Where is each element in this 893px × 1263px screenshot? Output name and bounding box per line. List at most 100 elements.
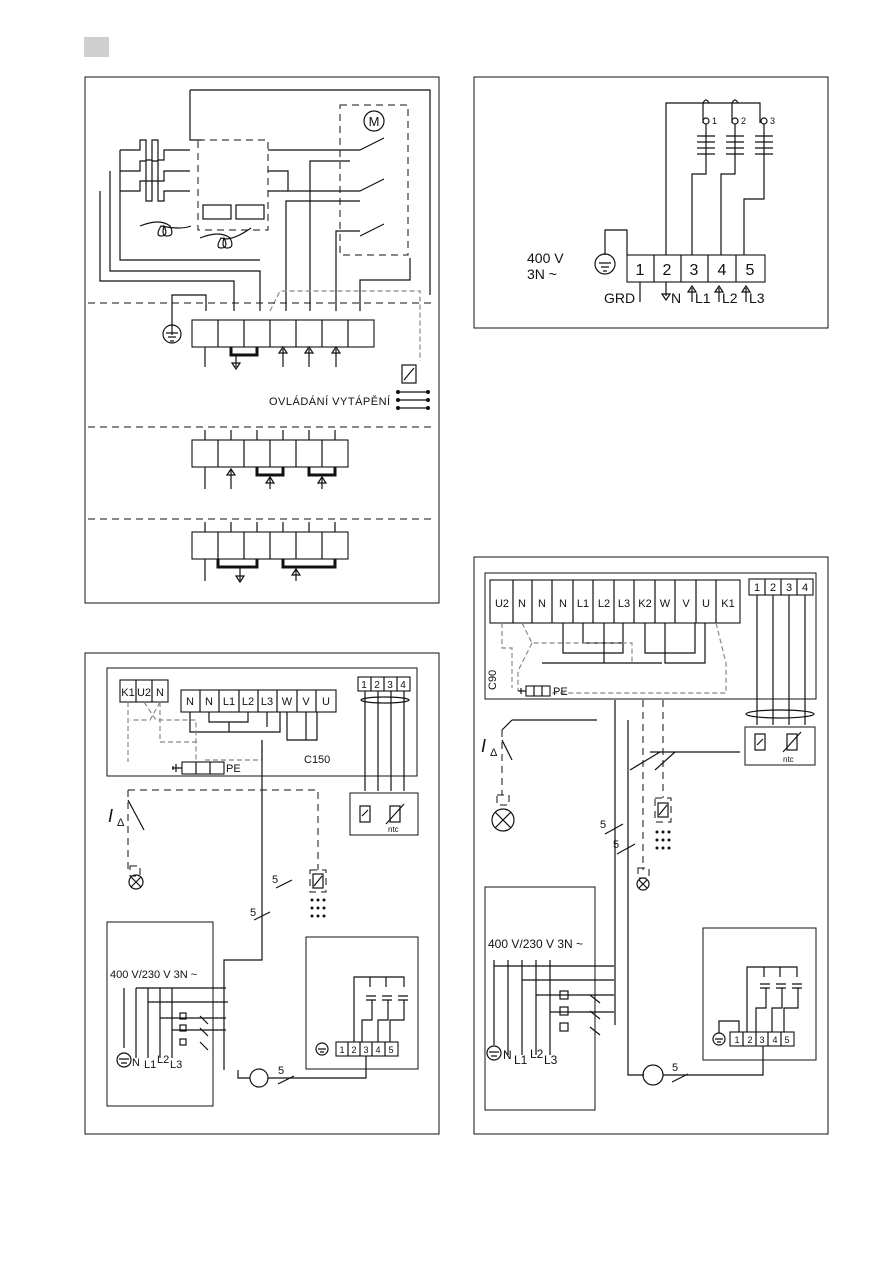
c90-warning-lamp-icon <box>491 808 515 832</box>
sensor-terminal-3: 3 <box>387 680 393 691</box>
diagram-3-c150: K1 U2 N N N L1 L2 L3 W V U 1 2 3 4 <box>84 652 440 1135</box>
c90-supply-box <box>484 886 596 1111</box>
c90-terminal-w: W <box>660 598 671 610</box>
c150-heater-terminals: 1 2 3 4 5 <box>335 1041 399 1057</box>
label-l2: L2 <box>722 290 738 306</box>
terminal-2: 2 <box>663 262 672 279</box>
c150-pe-strip <box>181 761 225 775</box>
c90-model-label: C90 <box>487 670 499 690</box>
c150-ntc-label: ntc <box>388 825 399 834</box>
c150-sensor-terminals: 1 2 3 4 <box>357 676 411 692</box>
c150-cable-count-1: 5 <box>250 907 256 919</box>
terminal-l3: L3 <box>261 696 273 708</box>
label-l1: L1 <box>695 290 711 306</box>
c150-heating-relay <box>312 873 324 889</box>
terminal-block-1 <box>191 319 375 348</box>
ground-icon-2 <box>594 253 616 275</box>
terminal-n-1: N <box>186 696 194 708</box>
heating-control-label: OVLÁDÁNÍ VYTÁPĚNÍ <box>269 395 391 408</box>
c90-terminal-n-3: N <box>559 598 567 610</box>
c90-idelta-label: I <box>481 736 486 756</box>
voltage-type-label: 3N ~ <box>527 266 557 282</box>
c150-junction-icon <box>249 1068 269 1088</box>
c90-heater-terminal-1: 1 <box>734 1035 739 1045</box>
c150-supply-n: N <box>132 1057 140 1069</box>
c90-terminal-l1: L1 <box>577 598 589 610</box>
c150-sensor-box <box>349 792 419 836</box>
c90-cable-count-2: 5 <box>613 839 619 851</box>
c150-left-terminals: K1 U2 N <box>119 679 169 703</box>
motor-icon <box>363 110 385 132</box>
label-l3: L3 <box>749 290 765 306</box>
label-grd: GRD <box>604 290 635 306</box>
sensor-terminal-4: 4 <box>400 680 406 691</box>
terminal-w: W <box>282 696 293 708</box>
c90-terminal-l3: L3 <box>618 598 630 610</box>
c90-sensor-terminal-3: 3 <box>786 582 792 594</box>
supply-terminal-block: 1 2 3 4 5 <box>626 254 766 283</box>
sensor-terminal-2: 2 <box>374 680 380 691</box>
c150-ground-icon <box>116 1052 132 1068</box>
c90-sensor-terminal-4: 4 <box>802 582 808 594</box>
diagram-1-heater-control: M <box>84 76 440 604</box>
c90-pe-label: PE <box>553 686 568 698</box>
terminal-u2: U2 <box>137 687 151 699</box>
c150-supply-l1: L1 <box>144 1059 156 1071</box>
c90-ntc-sensor-icon <box>786 733 798 751</box>
coil-number-3: 3 <box>770 116 775 126</box>
heater-terminal-4: 4 <box>375 1045 380 1055</box>
c90-terminal-v: V <box>682 598 690 610</box>
c90-terminal-n-1: N <box>518 598 526 610</box>
c90-main-terminals: U2 N N N L1 L2 L3 K2 W V U K1 <box>489 579 741 624</box>
c90-terminal-u: U <box>702 598 710 610</box>
heating-element-2 <box>120 160 190 182</box>
thermostat-coil-2 <box>199 227 252 249</box>
c90-terminal-n-2: N <box>538 598 546 610</box>
c90-terminal-k2: K2 <box>638 598 651 610</box>
relay-coil-1 <box>202 204 232 220</box>
terminal-1: 1 <box>636 262 645 279</box>
terminal-k1: K1 <box>121 687 134 699</box>
c90-heater-terminal-2: 2 <box>747 1035 752 1045</box>
voltage-label: 400 V <box>527 250 564 266</box>
diagram-2-frame <box>473 76 829 329</box>
c150-cable-count-3: 5 <box>278 1065 284 1077</box>
sensor-terminal-1: 1 <box>361 680 367 691</box>
c90-supply-l3: L3 <box>544 1053 558 1067</box>
thermostat-coil-1 <box>139 221 192 237</box>
c90-cable-count-3: 5 <box>672 1062 678 1074</box>
terminal-5: 5 <box>746 262 755 279</box>
diagram-1-frame <box>84 76 440 604</box>
c90-supply-l1: L1 <box>514 1053 528 1067</box>
c150-warning-lamp-icon <box>128 874 144 890</box>
diagram-2-supply-terminals: 1 2 3 1 2 3 4 5 400 V 3N ~ GRD N L1 L2 L… <box>473 76 829 329</box>
contactor-box <box>197 139 269 231</box>
c150-model-label: C150 <box>304 754 330 766</box>
c90-sensor-terminals: 1 2 3 4 <box>748 578 814 596</box>
c90-sensor-terminal-1: 1 <box>754 582 760 594</box>
c90-heating-relay <box>657 802 669 818</box>
c90-lamp-small-icon <box>636 877 650 891</box>
c90-supply-l2: L2 <box>530 1047 544 1061</box>
terminal-4: 4 <box>718 262 727 279</box>
c90-supply-n: N <box>503 1048 512 1062</box>
label-n: N <box>671 290 681 306</box>
motor-label: M <box>369 114 380 129</box>
c150-pe-label: PE <box>226 763 241 775</box>
c90-sensor-box <box>744 726 816 766</box>
ground-icon-1 <box>162 324 182 344</box>
page-marker <box>84 37 109 57</box>
heating-element-3 <box>120 180 190 202</box>
terminal-block-2 <box>191 439 349 468</box>
c90-junction-icon <box>642 1064 664 1086</box>
c90-supply-label: 400 V/230 V 3N ~ <box>488 937 583 951</box>
heater-terminal-1: 1 <box>339 1045 344 1055</box>
heater-terminal-3: 3 <box>363 1045 368 1055</box>
c90-heater-terminal-3: 3 <box>759 1035 764 1045</box>
coil-number-2: 2 <box>741 116 746 126</box>
terminal-l1: L1 <box>223 696 235 708</box>
c150-heater-ground-icon <box>315 1042 329 1056</box>
c150-main-terminals: N N L1 L2 L3 W V U <box>180 689 337 713</box>
c90-ground-icon <box>486 1045 502 1061</box>
